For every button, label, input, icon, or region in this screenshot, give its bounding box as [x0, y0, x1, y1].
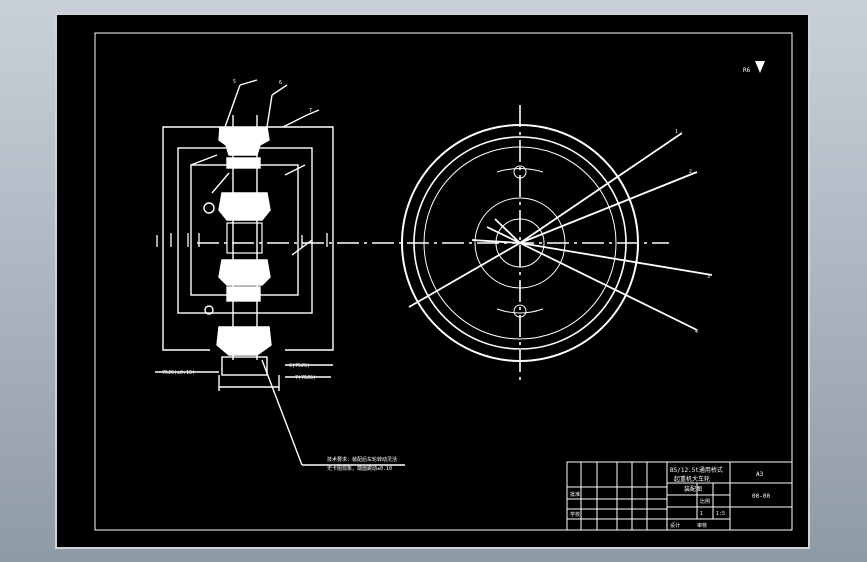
sheet-size: A3	[756, 471, 764, 478]
leader-number: 6	[279, 80, 282, 86]
cad-drawing: R6	[94, 32, 793, 531]
title-block	[566, 461, 793, 531]
school-label: 学校	[570, 511, 580, 518]
title-line-2: 起重机大车轮	[674, 475, 710, 483]
drawing-sheet: R6	[55, 13, 810, 549]
designer-label: 设计	[670, 522, 680, 529]
scale-label: 比例	[700, 498, 710, 505]
leader-number: 4	[695, 329, 698, 335]
corner-mark-text: R6	[743, 67, 751, 74]
note-line-2: 无卡阻现象，端面跳动≤0.10	[327, 465, 392, 472]
quantity-value: 1	[700, 511, 703, 517]
tolerance-label-1: 75JS(±0.15)	[162, 370, 195, 376]
leader-number: 3	[707, 274, 710, 280]
radial-leaders	[408, 132, 713, 331]
note-line-1: 技术要求：装配后车轮转动灵活	[327, 456, 397, 463]
drawing-frame	[94, 32, 793, 531]
approver-label: 批准	[570, 491, 580, 498]
roughness-symbol-icon	[755, 61, 765, 73]
title-line-3: 装配图	[684, 485, 702, 493]
center-lines	[197, 105, 669, 385]
checker-label: 审核	[697, 522, 707, 529]
leader-numbers: 1 2 3 4 5 6 7	[233, 79, 710, 335]
leader-number: 5	[233, 79, 236, 85]
leader-number: 2	[689, 169, 692, 175]
title-line-1: B5/12.5t通用桥式	[670, 466, 723, 474]
leader-number: 1	[675, 129, 678, 135]
tolerance-label-2: C(75JS)	[289, 363, 310, 369]
tolerance-label-3: 7(75JS)	[295, 375, 316, 381]
dimension-marks	[156, 233, 328, 247]
leader-number: 7	[309, 108, 312, 114]
scale-value: 1:5	[716, 511, 725, 517]
drawing-number: 00-00	[752, 493, 770, 500]
section-view	[155, 79, 405, 466]
